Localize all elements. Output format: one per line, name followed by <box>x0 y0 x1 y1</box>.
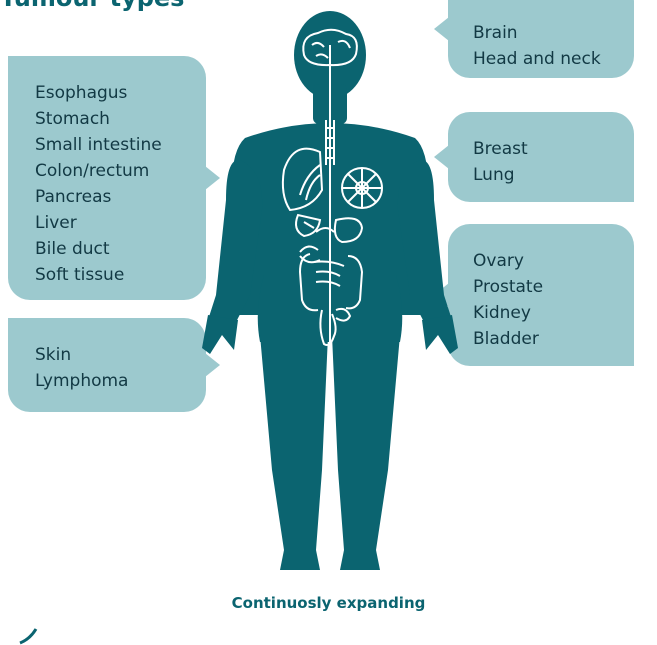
callout-digestive: Esophagus Stomach Small intestine Colon/… <box>8 56 206 300</box>
label-esophagus: Esophagus <box>35 80 206 106</box>
label-colon-rectum: Colon/rectum <box>35 158 206 184</box>
corner-decoration <box>0 585 40 645</box>
label-breast: Breast <box>473 136 634 162</box>
human-body-figure <box>200 10 460 585</box>
callout-skin: Skin Lymphoma <box>8 318 206 412</box>
callout-breast: Breast Lung <box>448 112 634 202</box>
label-bile-duct: Bile duct <box>35 236 206 262</box>
label-kidney: Kidney <box>473 300 634 326</box>
label-stomach: Stomach <box>35 106 206 132</box>
label-small-intestine: Small intestine <box>35 132 206 158</box>
label-prostate: Prostate <box>473 274 634 300</box>
label-skin: Skin <box>35 342 206 368</box>
label-ovary: Ovary <box>473 248 634 274</box>
label-bladder: Bladder <box>473 326 634 352</box>
label-pancreas: Pancreas <box>35 184 206 210</box>
label-brain: Brain <box>473 20 634 46</box>
callout-ovary: Ovary Prostate Kidney Bladder <box>448 224 634 366</box>
label-lymphoma: Lymphoma <box>35 368 206 394</box>
label-soft-tissue: Soft tissue <box>35 262 206 288</box>
header-title: Tumour types <box>0 0 184 12</box>
footer-caption: Continuosly expanding <box>0 594 657 612</box>
callout-brain: Brain Head and neck <box>448 0 634 78</box>
label-lung: Lung <box>473 162 634 188</box>
label-head-and-neck: Head and neck <box>473 46 634 72</box>
label-liver: Liver <box>35 210 206 236</box>
